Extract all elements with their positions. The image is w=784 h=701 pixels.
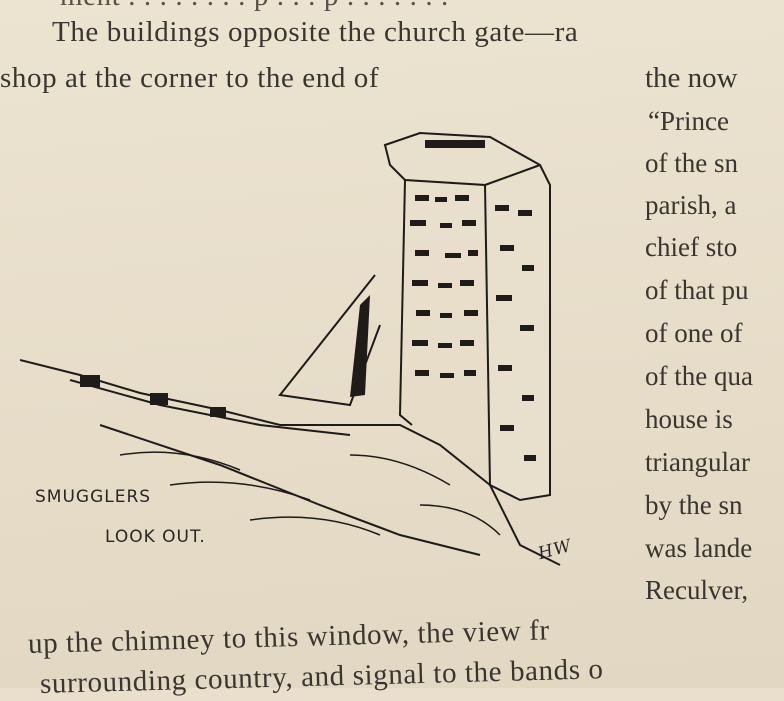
caption-smugglers: SMUGGLERS — [35, 487, 152, 507]
right-column-line: of one of — [645, 318, 743, 348]
paragraph-line-1: The buildings opposite the church gate—r… — [52, 16, 579, 48]
right-column-line: of the qua — [645, 361, 753, 391]
right-column-line: was lande — [645, 533, 753, 563]
right-column-line: parish, a — [645, 190, 737, 220]
paragraph-line-2: shop at the corner to the end of — [0, 62, 380, 94]
right-column-line: the now — [645, 62, 738, 94]
right-column-line: by the sn — [645, 490, 743, 520]
right-column-line: chief sto — [645, 232, 738, 262]
partial-top-line: ment . . . . . . . . p . . . p . . . . .… — [60, 0, 449, 13]
caption-look-out: LOOK OUT. — [105, 527, 206, 547]
right-column-line: house is — [645, 404, 733, 434]
right-column-line: Reculver, — [645, 575, 749, 605]
right-column-line: of the sn — [645, 148, 738, 178]
smugglers-lookout-illustration — [20, 131, 561, 566]
right-column-line: “Prince — [648, 106, 729, 136]
right-column-line: of that pu — [645, 275, 749, 305]
right-column-line: triangular — [645, 447, 750, 477]
